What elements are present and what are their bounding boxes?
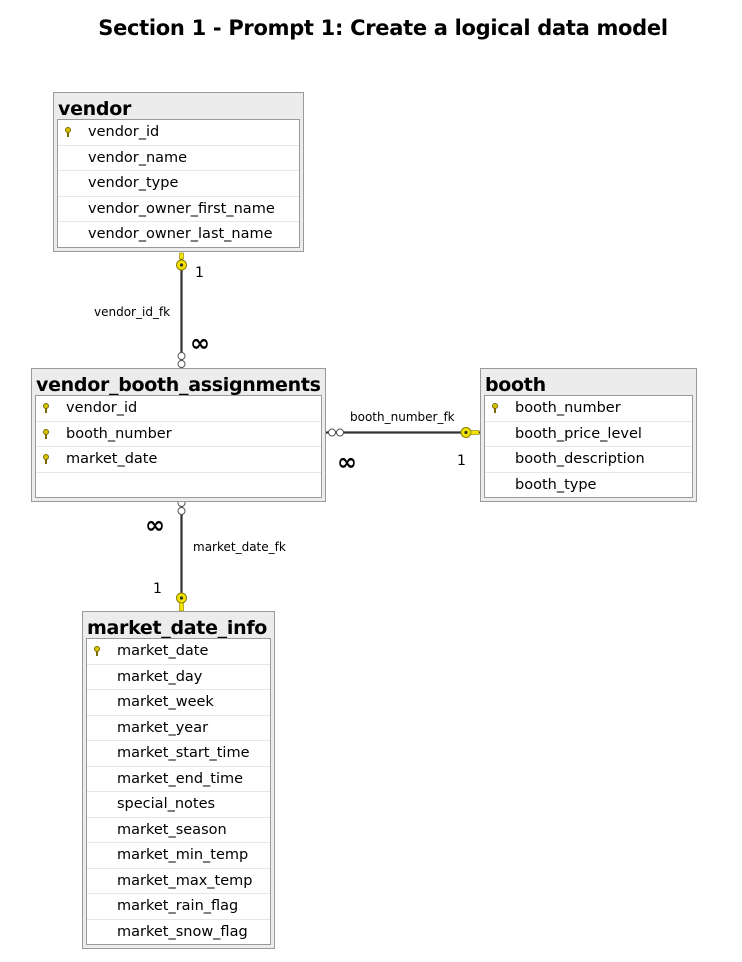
field-name: vendor_id	[88, 124, 160, 140]
market-date-info-field-row[interactable]: market_min_temp	[87, 843, 270, 869]
vendor-id-fk-many-card: ∞	[190, 329, 210, 357]
market-date-fk-many-card: ∞	[145, 511, 165, 539]
vendor-booth-assignments-field-row[interactable]: booth_number	[36, 422, 321, 447]
vendor-table[interactable]: vendor vendor_id vendor_name vendor_type…	[53, 92, 304, 252]
field-name: booth_type	[515, 476, 597, 493]
vendor-booth-assignments-field-row[interactable]: vendor_id	[36, 396, 321, 422]
booth-table-fields: booth_number booth_price_level booth_des…	[484, 395, 693, 498]
booth-number-fk-one-card: 1	[457, 453, 466, 469]
field-name: market_day	[117, 668, 203, 685]
market-date-info-field-row[interactable]: market_end_time	[87, 767, 270, 792]
field-name: market_start_time	[117, 745, 250, 761]
primary-key-icon	[491, 403, 498, 413]
market-date-info-field-row[interactable]: market_season	[87, 818, 270, 843]
field-name: booth_number	[515, 400, 621, 416]
vendor-field-row[interactable]: vendor_type	[58, 171, 299, 197]
key-end-vendor-icon	[176, 252, 187, 271]
vendor-id-fk-one-card: 1	[195, 265, 204, 281]
booth-number-fk-many-card: ∞	[337, 448, 357, 476]
vendor-id-fk-label[interactable]: vendor_id_fk	[94, 305, 171, 319]
booth-field-row[interactable]: booth_type	[485, 473, 692, 498]
primary-key-icon	[64, 127, 71, 137]
vendor-field-row[interactable]: vendor_owner_last_name	[58, 222, 299, 247]
primary-key-icon	[42, 454, 49, 464]
vendor-booth-assignments-table-fields: vendor_id booth_number market_date	[35, 395, 322, 498]
market-date-fk-label[interactable]: market_date_fk	[193, 540, 286, 554]
field-name: booth_description	[515, 451, 645, 467]
field-name: market_rain_flag	[117, 898, 239, 914]
market-date-info-field-row[interactable]: market_rain_flag	[87, 894, 270, 920]
market-date-info-field-row[interactable]: special_notes	[87, 792, 270, 818]
market-date-info-table-fields: market_date market_day market_week marke…	[86, 638, 271, 945]
booth-field-row[interactable]: booth_description	[485, 447, 692, 473]
field-name: vendor_owner_first_name	[88, 200, 275, 217]
vendor-field-row[interactable]: vendor_name	[58, 146, 299, 171]
field-name: market_min_temp	[117, 847, 249, 863]
booth-field-row[interactable]: booth_price_level	[485, 422, 692, 447]
vendor-table-fields: vendor_id vendor_name vendor_type vendor…	[57, 119, 300, 248]
market-date-info-table-title: market_date_info	[87, 617, 268, 638]
booth-table-title: booth	[485, 374, 546, 395]
vendor-table-title: vendor	[58, 98, 132, 119]
vendor-field-row[interactable]: vendor_owner_first_name	[58, 197, 299, 222]
field-name: special_notes	[117, 796, 216, 812]
market-date-info-field-row[interactable]: market_snow_flag	[87, 920, 270, 945]
page-title: Section 1 - Prompt 1: Create a logical d…	[98, 16, 668, 40]
market-date-info-field-row[interactable]: market_week	[87, 690, 270, 716]
primary-key-icon	[42, 428, 49, 439]
market-date-info-field-row[interactable]: market_date	[87, 639, 270, 665]
vendor-booth-assignments-table[interactable]: vendor_booth_assignments vendor_id booth…	[31, 368, 326, 502]
vendor-booth-assignments-field-row[interactable]: market_date	[36, 447, 321, 473]
market-date-info-field-row[interactable]: market_max_temp	[87, 869, 270, 894]
field-name: booth_price_level	[515, 425, 642, 442]
field-name: market_snow_flag	[117, 923, 248, 940]
primary-key-icon	[93, 646, 100, 656]
many-end-vendor-icon	[177, 352, 186, 368]
many-end-booth-icon	[328, 428, 344, 437]
key-end-booth-icon	[460, 427, 480, 438]
market-date-info-field-row[interactable]: market_start_time	[87, 741, 270, 767]
field-name: vendor_owner_last_name	[88, 226, 273, 242]
booth-table[interactable]: booth booth_number booth_price_level boo…	[480, 368, 697, 502]
field-name: booth_number	[66, 425, 172, 442]
vendor-booth-assignments-empty-row	[36, 473, 321, 497]
booth-field-row[interactable]: booth_number	[485, 396, 692, 422]
field-name: market_date	[66, 451, 158, 467]
market-date-info-table[interactable]: market_date_info market_date market_day …	[82, 611, 275, 949]
many-end-market-date-icon	[177, 499, 186, 515]
vendor-field-row[interactable]: vendor_id	[58, 120, 299, 146]
field-name: vendor_name	[88, 149, 188, 166]
field-name: vendor_type	[88, 175, 179, 191]
vendor-booth-assignments-table-title: vendor_booth_assignments	[36, 374, 321, 395]
field-name: market_week	[117, 694, 214, 710]
market-date-info-field-row[interactable]: market_year	[87, 716, 270, 741]
field-name: vendor_id	[66, 400, 138, 416]
market-date-fk-one-card: 1	[153, 581, 162, 597]
market-date-info-field-row[interactable]: market_day	[87, 665, 270, 690]
field-name: market_season	[117, 821, 227, 838]
key-end-market-date-icon	[176, 592, 187, 612]
field-name: market_max_temp	[117, 872, 253, 889]
field-name: market_year	[117, 719, 209, 736]
field-name: market_date	[117, 643, 209, 659]
field-name: market_end_time	[117, 770, 244, 787]
primary-key-icon	[42, 403, 49, 413]
booth-number-fk-label[interactable]: booth_number_fk	[350, 410, 455, 424]
